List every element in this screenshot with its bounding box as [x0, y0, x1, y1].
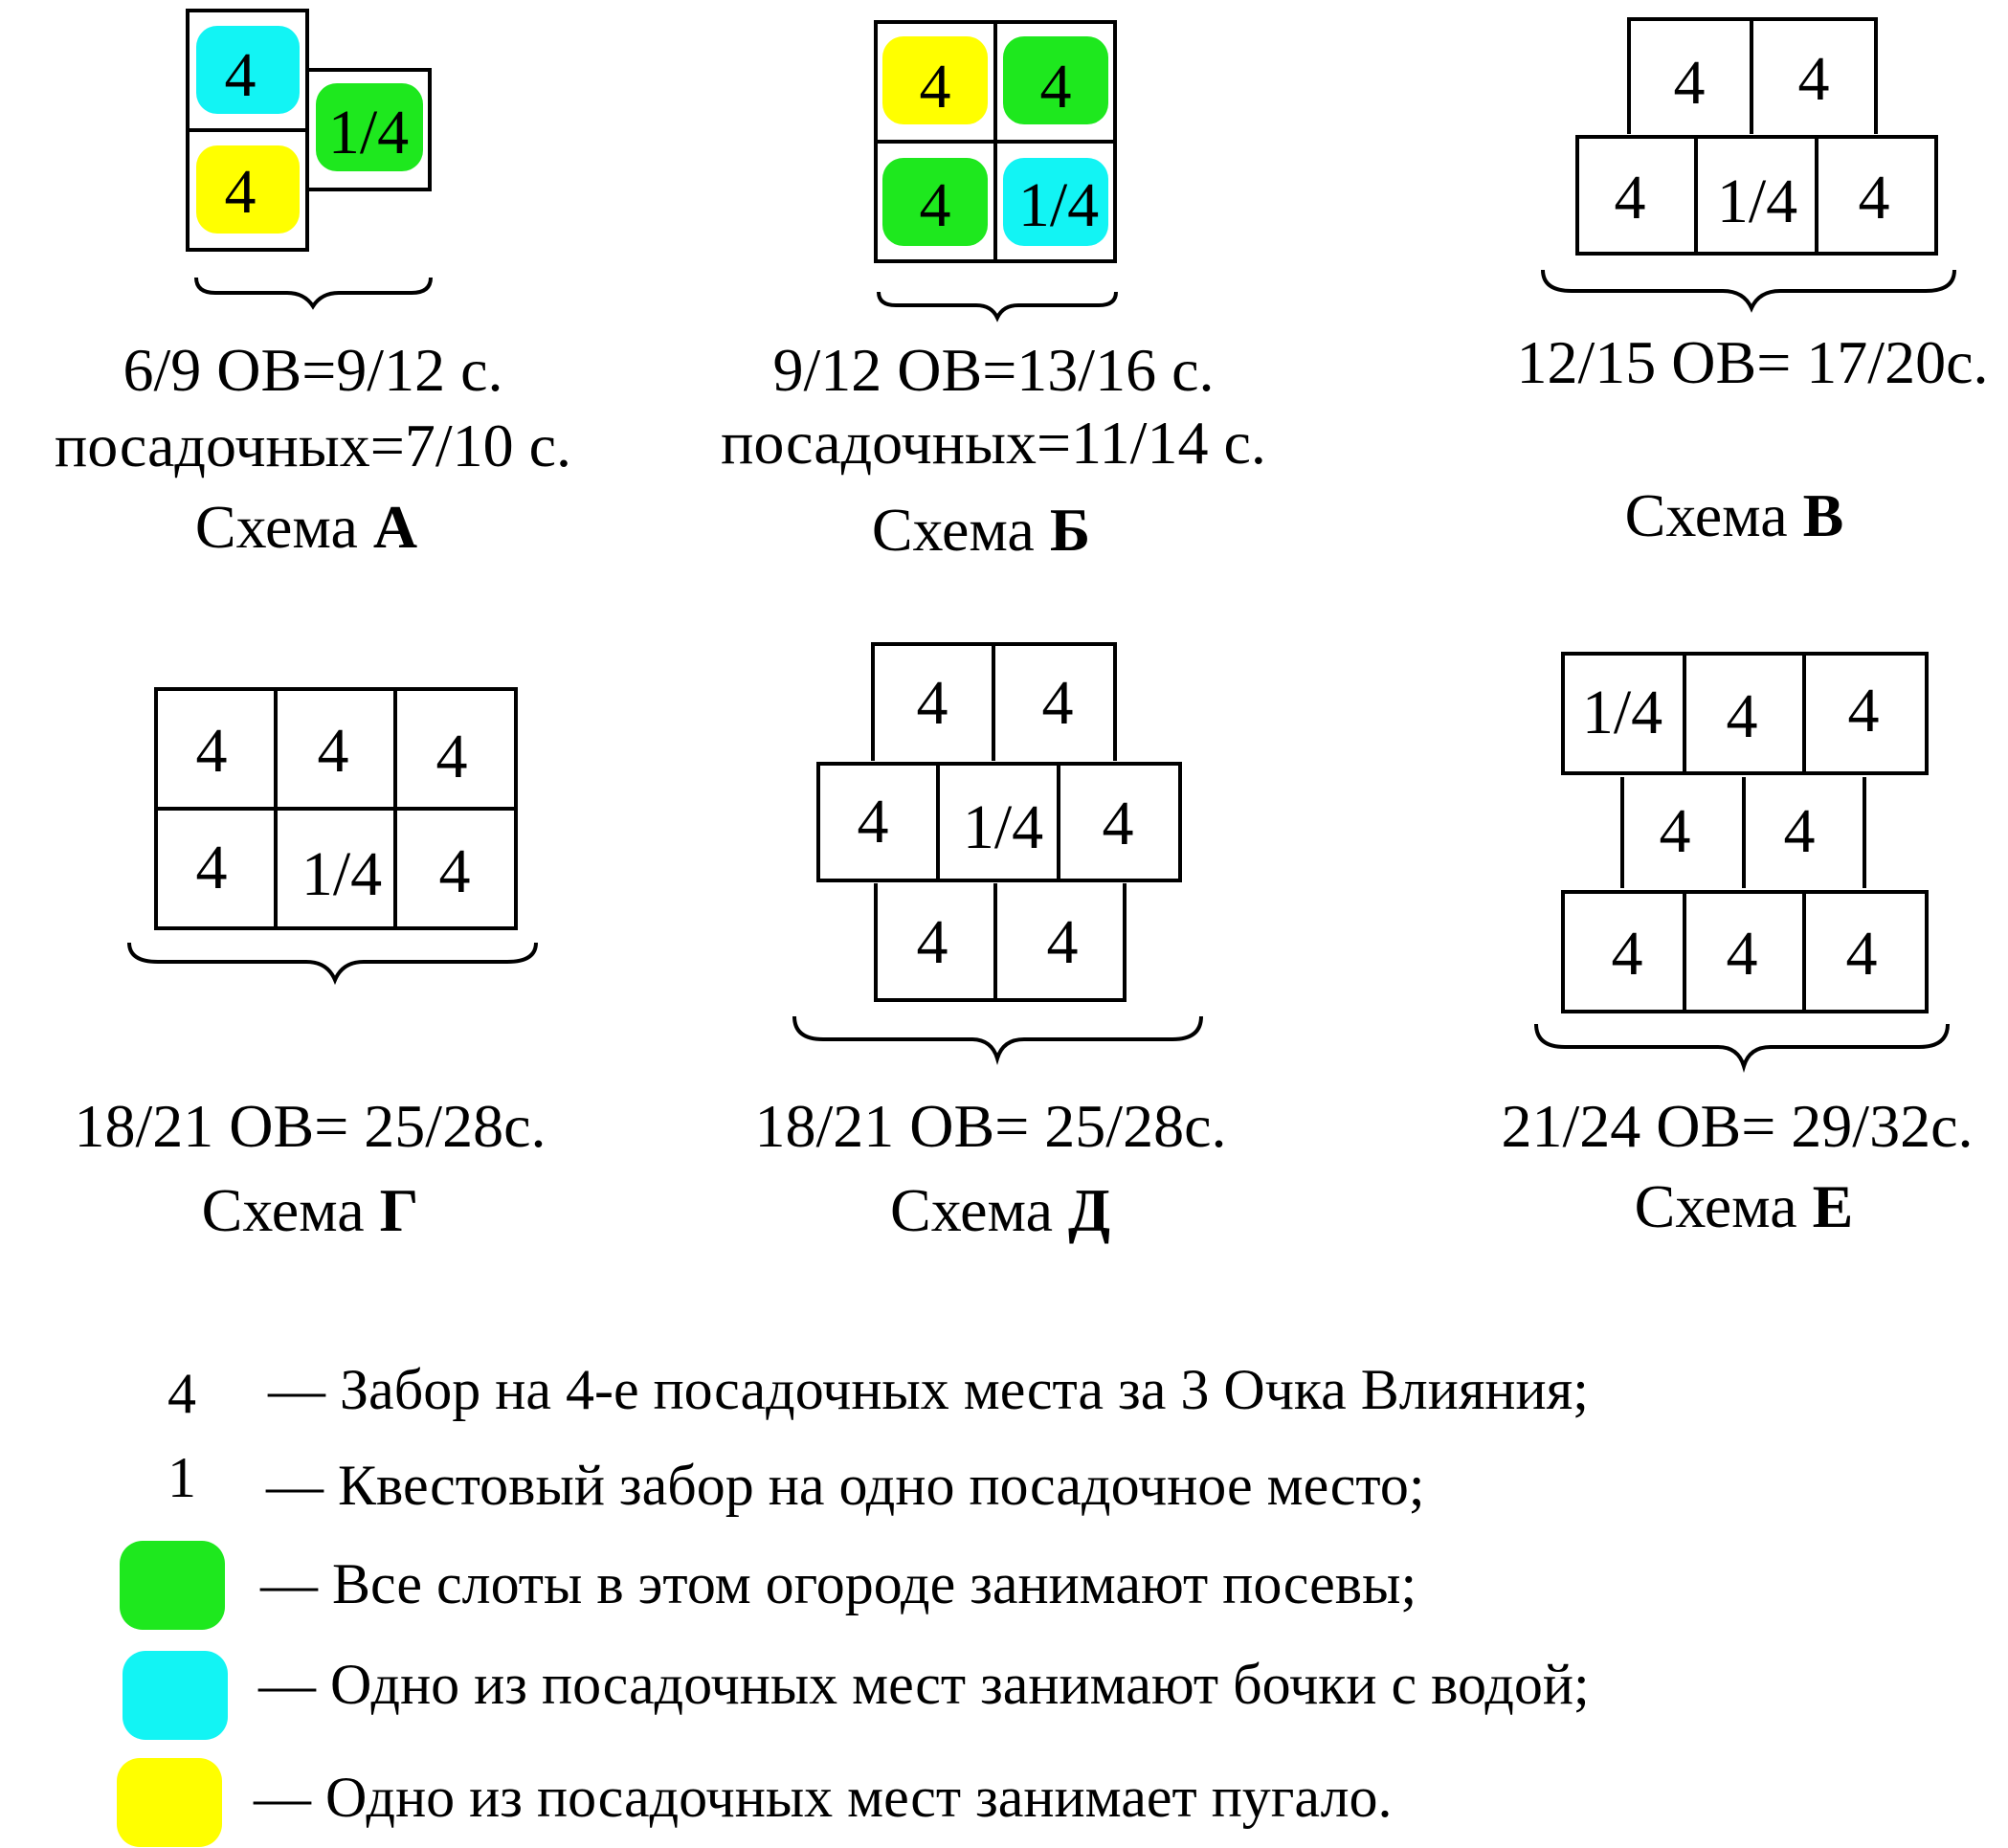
- scheme-e-cell-1: 1/4: [1582, 678, 1662, 747]
- legend-yellow-swatch: [117, 1758, 222, 1847]
- scheme-e-top-frame: [1561, 652, 1929, 775]
- scheme-v-cell-1: 4: [1674, 48, 1706, 118]
- scheme-b-crops-swatch-1: [1003, 36, 1108, 124]
- scheme-a-cell-3: 4: [225, 157, 257, 227]
- scheme-v-cell-5: 4: [1859, 163, 1890, 233]
- scheme-e: [1561, 652, 1929, 1013]
- scheme-e-line1: 21/24 ОВ= 29/32с.: [1502, 1092, 1974, 1160]
- scheme-d-bottom-frame: [874, 883, 1127, 1002]
- legend-text-water-barrels: — Одно из посадочных мест занимают бочки…: [257, 1653, 1590, 1716]
- legend-text-scarecrow: — Одно из посадочных мест занимает пугал…: [253, 1766, 1393, 1829]
- scheme-d-cell-6: 4: [917, 907, 948, 977]
- scheme-a-line1: 6/9 ОВ=9/12 с.: [123, 336, 503, 404]
- scheme-a-title: Схема А: [195, 493, 417, 561]
- scheme-e-title: Схема Е: [1635, 1172, 1854, 1240]
- scheme-g-cell-4: 4: [196, 833, 228, 902]
- scheme-a-water-barrel-swatch: [196, 26, 300, 114]
- scheme-d-cell-2: 4: [1042, 668, 1074, 738]
- scheme-d-cell-4: 1/4: [963, 792, 1043, 862]
- scheme-b-water-barrel-swatch: [1003, 158, 1108, 246]
- scheme-v: [1575, 17, 1938, 256]
- scheme-b-cell-1: 4: [920, 52, 951, 122]
- scheme-b-crops-swatch-2: [882, 158, 988, 246]
- scheme-g-brace: [127, 942, 538, 986]
- scheme-g-title: Схема Г: [202, 1176, 419, 1244]
- scheme-d-line1: 18/21 ОВ= 25/28с.: [755, 1092, 1227, 1160]
- scheme-a-cell-1: 4: [225, 40, 257, 110]
- scheme-b-line1: 9/12 ОВ=13/16 с.: [773, 336, 1215, 404]
- scheme-a-crops-swatch: [316, 83, 423, 171]
- scheme-d-title: Схема Д: [890, 1176, 1110, 1244]
- scheme-b-cell-3: 4: [920, 170, 951, 240]
- scheme-b-cell-4: 1/4: [1018, 170, 1099, 240]
- scheme-e-cell-8: 4: [1846, 919, 1878, 989]
- scheme-e-cell-3: 4: [1848, 676, 1880, 746]
- legend-text-quest-fence: — Квестовый забор на одно посадочное мес…: [265, 1454, 1425, 1517]
- scheme-d-cell-5: 4: [1103, 789, 1134, 858]
- scheme-e-bottom-frame: [1561, 890, 1929, 1013]
- scheme-e-cell-2: 4: [1727, 681, 1758, 751]
- scheme-a-cell-frame-2: [305, 68, 432, 191]
- scheme-v-line1: 12/15 ОВ= 17/20с.: [1517, 328, 1989, 396]
- legend: 4 — Забор на 4-е посадочных места за 3 О…: [117, 1358, 1590, 1847]
- legend-symbol-1: 1: [167, 1446, 196, 1509]
- scheme-v-cell-4: 1/4: [1717, 167, 1797, 236]
- scheme-b-title: Схема Б: [872, 496, 1090, 564]
- scheme-d-brace: [792, 1015, 1203, 1065]
- scheme-e-cell-6: 4: [1612, 919, 1643, 989]
- scheme-g: [154, 687, 518, 930]
- scheme-v-cell-3: 4: [1615, 163, 1646, 233]
- scheme-b: [874, 20, 1117, 263]
- scheme-d-cell-1: 4: [917, 668, 948, 738]
- scheme-b-scarecrow-swatch: [882, 36, 988, 124]
- scheme-v-bottom-frame: [1575, 135, 1938, 256]
- scheme-a-scarecrow-swatch: [196, 145, 300, 234]
- scheme-v-brace: [1541, 269, 1956, 313]
- scheme-e-cell-5: 4: [1784, 796, 1816, 866]
- scheme-e-cell-7: 4: [1727, 919, 1758, 989]
- scheme-b-brace: [877, 291, 1118, 323]
- scheme-d: [816, 642, 1182, 1002]
- legend-cyan-swatch: [123, 1651, 228, 1740]
- scheme-b-cell-2: 4: [1040, 52, 1072, 122]
- legend-green-swatch: [120, 1541, 225, 1630]
- scheme-g-cell-3: 4: [436, 722, 468, 791]
- scheme-g-cell-5: 1/4: [301, 839, 382, 909]
- scheme-e-cell-4: 4: [1660, 796, 1691, 866]
- scheme-a: [186, 9, 432, 252]
- legend-text-fence-4: — Забор на 4-е посадочных места за 3 Очк…: [267, 1358, 1589, 1421]
- scheme-g-cell-6: 4: [439, 836, 471, 906]
- scheme-g-line1: 18/21 ОВ= 25/28с.: [75, 1092, 547, 1160]
- scheme-a-brace: [194, 277, 433, 310]
- scheme-a-cell-2: 1/4: [328, 98, 409, 167]
- legend-text-crops: — Все слоты в этом огороде занимают посе…: [259, 1552, 1417, 1615]
- scheme-d-cell-3: 4: [858, 787, 889, 857]
- scheme-e-brace: [1534, 1023, 1950, 1073]
- scheme-v-cell-2: 4: [1798, 44, 1830, 114]
- legend-symbol-4: 4: [167, 1362, 196, 1425]
- scheme-g-cell-2: 4: [318, 716, 349, 786]
- scheme-b-line2: посадочных=11/14 с.: [721, 409, 1266, 477]
- scheme-a-line2: посадочных=7/10 с.: [55, 412, 571, 479]
- scheme-d-middle-frame: [816, 762, 1182, 882]
- scheme-v-title: Схема В: [1625, 481, 1844, 549]
- scheme-d-cell-7: 4: [1047, 907, 1079, 977]
- scheme-g-cell-1: 4: [196, 716, 228, 786]
